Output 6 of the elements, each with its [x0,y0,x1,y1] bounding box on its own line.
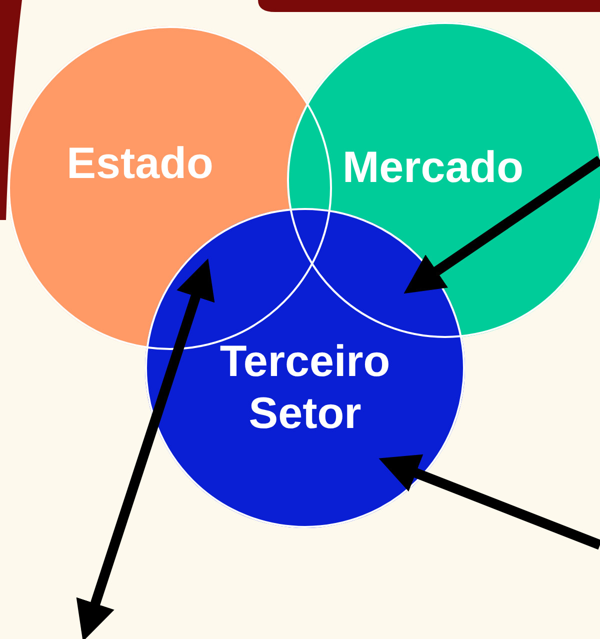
arrow [76,258,215,639]
circle-label: Terceiro Setor [218,336,392,440]
circle-label: Mercado [342,142,524,194]
arrow [404,156,600,294]
arrow [378,454,600,550]
circle-label: Estado [66,138,214,190]
